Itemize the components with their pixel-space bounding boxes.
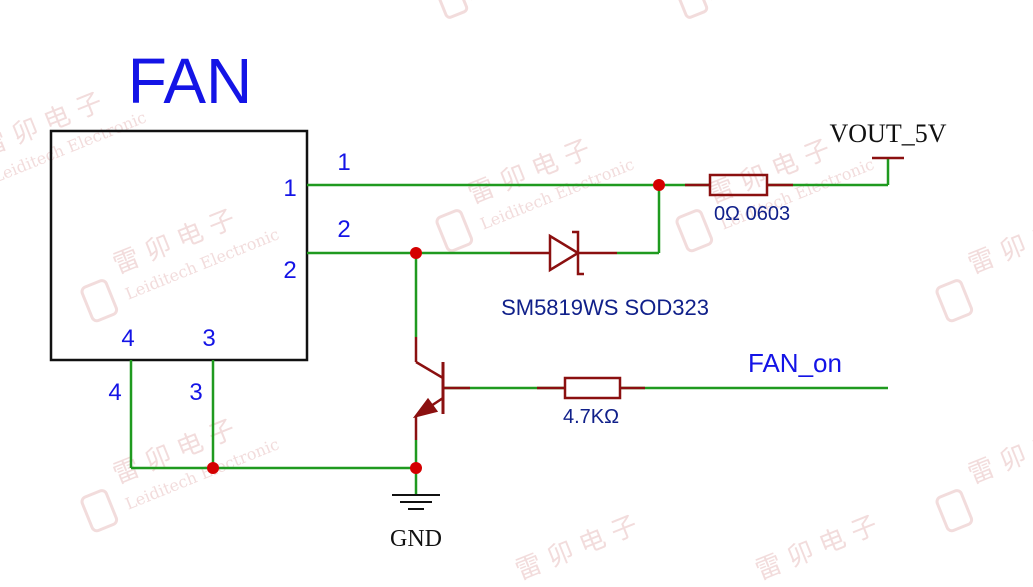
junction-dot: [410, 247, 422, 259]
ground-icon: [392, 494, 440, 510]
resistor-r2: [563, 376, 622, 400]
junction-dot: [207, 462, 219, 474]
svg-text:雷 卯 电 子: 雷 卯 电 子: [964, 204, 1033, 280]
fan-pin1-inside-label: 1: [283, 175, 296, 202]
watermark: 雷 卯 电 子: [751, 510, 882, 586]
watermark: 雷 卯 电 子: [935, 414, 1033, 533]
svg-text:雷 卯 电 子: 雷 卯 电 子: [751, 510, 882, 586]
junction-dot: [653, 179, 665, 191]
fan-on-net-label: FAN_on: [748, 348, 842, 378]
r1-label: 0Ω 0603: [714, 203, 790, 225]
watermark: Leiditech Electronic: [435, 0, 624, 19]
fan-connector-body: [49, 129, 309, 362]
svg-text:Leiditech Electronic: Leiditech Electronic: [705, 0, 864, 4]
fan-pin4-outside-label: 4: [108, 379, 121, 406]
watermark: 雷 卯 电 子 Leiditech Electronic: [80, 414, 282, 533]
junction-layer: [207, 179, 665, 474]
vout-net-label: VOUT_5V: [830, 119, 947, 148]
svg-text:雷 卯 电 子: 雷 卯 电 子: [964, 414, 1033, 490]
svg-text:雷 卯 电 子: 雷 卯 电 子: [511, 510, 642, 586]
fan-pin3-inside-label: 3: [202, 325, 215, 352]
fan-pin4-inside-label: 4: [121, 325, 134, 352]
fan-pin2-inside-label: 2: [283, 257, 296, 284]
fan-title: FAN: [128, 45, 252, 117]
svg-text:Leiditech Electronic: Leiditech Electronic: [465, 0, 624, 4]
schottky-diode: [548, 233, 581, 273]
gnd-net-label: GND: [390, 526, 442, 552]
fan-pin1-outside-label: 1: [337, 149, 350, 176]
junction-dot: [410, 462, 422, 474]
watermark: 雷 卯 电 子: [935, 204, 1033, 323]
watermark: 雷 卯 电 子 Leiditech Electronic: [435, 134, 637, 253]
npn-collector: [415, 360, 444, 380]
watermark: 雷 卯 电 子: [511, 510, 642, 586]
npn-emitter-arrow-icon: [412, 397, 439, 419]
watermark: 雷 卯 电 子 Leiditech Electronic: [80, 204, 282, 323]
watermark: Leiditech Electronic: [675, 0, 864, 19]
diode-label: SM5819WS SOD323: [501, 295, 709, 320]
fan-pin3-outside-label: 3: [189, 379, 202, 406]
fan-pin2-outside-label: 2: [337, 216, 350, 243]
r2-label: 4.7KΩ: [563, 406, 619, 428]
